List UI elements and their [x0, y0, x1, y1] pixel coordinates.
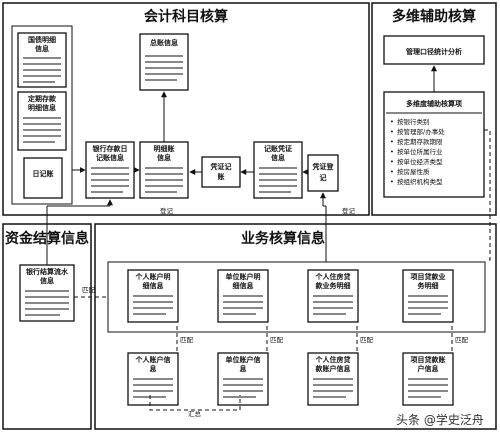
- aux-item-bullet: •: [390, 128, 394, 136]
- register-right-label: 登记: [342, 206, 356, 215]
- detail-ledger-label-2: 信息: [157, 153, 171, 162]
- summary-label: 汇总: [188, 409, 202, 418]
- match-label-3: 匹配: [360, 336, 374, 344]
- detail-ledger-label-1: 明细账: [154, 144, 175, 153]
- bank-deposit-journal-box: 银行存款日 记账信息: [85, 141, 135, 199]
- multi-dim-section-frame: [371, 2, 497, 216]
- bank-settlement-flow-box: 银行结算流水 信息: [19, 264, 75, 322]
- voucher-posting-box: 凭证记 账: [201, 156, 241, 188]
- unit-account-label-2: 息: [240, 364, 247, 373]
- personal-loan-detail-label-1: 个人住房贷: [315, 272, 351, 281]
- voucher-register-label-2: 记: [320, 173, 327, 182]
- aux-item-bullet: •: [390, 138, 394, 146]
- general-ledger-label: 总账信息: [150, 38, 178, 47]
- personal-loan-account-label-1: 个人住房贷: [315, 355, 351, 364]
- national-debt-label-2: 信息: [35, 44, 49, 53]
- voucher-posting-label-1: 凭证记: [210, 162, 232, 171]
- national-debt-box: 国债明细 信息: [17, 32, 67, 88]
- personal-account-label-2: 息: [150, 364, 157, 373]
- match-label-4: 匹配: [455, 336, 469, 344]
- general-ledger-box: 总账信息: [139, 33, 189, 91]
- detail-ledger-box: 明细账 信息: [139, 141, 189, 199]
- personal-account-detail-label-2: 细信息: [143, 281, 164, 290]
- posted-voucher-label-1: 记账凭证: [264, 144, 292, 153]
- multi-dim-section-title: 多维辅助核算: [392, 8, 476, 25]
- multi-dim-link: [484, 129, 491, 261]
- bank-settlement-flow-label-1: 银行结算流水: [26, 267, 69, 276]
- management-stats-box: 管理口径统计分析: [383, 35, 485, 65]
- voucher-posting-label-2: 账: [218, 172, 225, 181]
- aux-item-bullet: •: [390, 178, 394, 186]
- match-label: 匹配: [82, 286, 96, 294]
- daily-ledger-label: 日记账: [33, 169, 54, 178]
- unit-account-label-1: 单位账户信: [226, 355, 261, 364]
- project-loan-account-label-1: 项目贷款账: [411, 355, 446, 364]
- fixed-deposit-box: 定期存款 明细信息: [17, 91, 67, 151]
- national-debt-label-1: 国债明细: [28, 35, 56, 44]
- fixed-deposit-label-1: 定期存款: [28, 94, 57, 103]
- bank-deposit-journal-label-2: 记账信息: [96, 153, 124, 162]
- aux-items-title: 多维度辅助核算项: [406, 99, 462, 108]
- register-left-label: 登记: [160, 206, 174, 215]
- voucher-register-label-1: 凭证登: [312, 162, 335, 171]
- aux-item: 按管理部/办事处: [397, 127, 445, 136]
- aux-item-bullet: •: [390, 168, 394, 176]
- project-loan-account-label-2: 户信息: [418, 364, 439, 373]
- management-stats-label: 管理口径统计分析: [406, 47, 462, 56]
- fixed-deposit-label-2: 明细信息: [28, 103, 56, 112]
- project-loan-detail-label-2: 务明细: [418, 281, 439, 290]
- personal-loan-detail-label-2: 款业务明细: [316, 281, 351, 290]
- voucher-register-box: 凭证登 记: [307, 154, 339, 192]
- match-label-2: 匹配: [270, 336, 284, 344]
- match-label-1: 匹配: [180, 336, 194, 344]
- accounting-section-frame: [2, 2, 370, 216]
- personal-account-detail-label-1: 个人账户明: [135, 272, 171, 281]
- accounting-section-title: 会计科目核算: [144, 8, 228, 25]
- watermark: 头条 @学史泛舟: [396, 412, 484, 427]
- bank-settlement-flow-label-2: 信息: [40, 276, 54, 285]
- summary-link: [149, 395, 241, 411]
- posted-voucher-box: 记账凭证 信息: [253, 141, 303, 199]
- business-section-frame: [94, 223, 497, 430]
- unit-account-detail-label-1: 单位账户明: [226, 272, 261, 281]
- aux-item: 按单位所属行业: [397, 147, 443, 156]
- aux-item-bullet: •: [390, 148, 394, 156]
- aux-item-bullet: •: [390, 158, 394, 166]
- aux-item: 按单位经济类型: [397, 157, 443, 166]
- daily-ledger-box: 日记账: [23, 157, 63, 199]
- project-loan-detail-label-1: 项目贷款业: [411, 272, 446, 281]
- aux-item: 按定期存款期限: [397, 137, 443, 146]
- aux-items-box: 多维度辅助核算项 •按银行类别•按管理部/办事处•按定期存款期限•按单位所属行业…: [383, 91, 485, 198]
- accounting-connectors: [46, 91, 327, 265]
- business-detail-group: [107, 261, 486, 333]
- subsidiary-ledger-group: [11, 25, 73, 205]
- business-section-title: 业务核算信息: [241, 230, 325, 247]
- personal-loan-account-label-2: 款账户信息: [316, 364, 351, 373]
- business-match-links: [176, 326, 453, 353]
- aux-item-bullet: •: [390, 118, 394, 126]
- aux-item: 按房屋性质: [397, 167, 430, 176]
- unit-account-detail-label-2: 细信息: [233, 281, 254, 290]
- personal-account-label-1: 个人账户信: [135, 355, 171, 364]
- aux-item: 按组织机构类型: [397, 177, 443, 186]
- aux-item: 按银行类别: [397, 117, 430, 126]
- bank-deposit-journal-label-1: 银行存款日: [93, 144, 128, 153]
- posted-voucher-label-2: 信息: [271, 153, 285, 162]
